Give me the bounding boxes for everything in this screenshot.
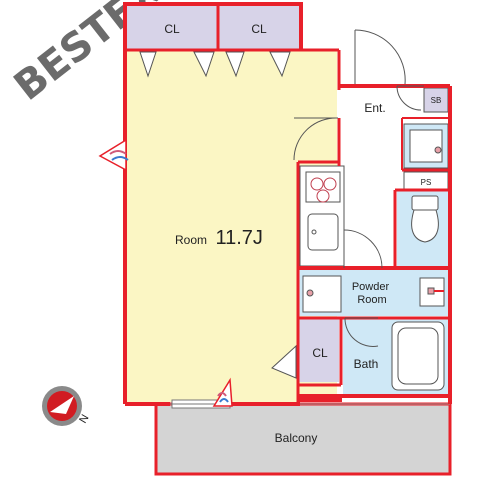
closet-top-left [127, 6, 217, 50]
doors [293, 29, 424, 347]
main-room-label: Room 11.7J [175, 227, 263, 249]
closet-top-right [219, 6, 299, 50]
shoe-box-label: SB [431, 96, 442, 105]
walls [123, 2, 452, 406]
washer-icon [409, 129, 443, 163]
sink-icon [307, 213, 339, 251]
compass-north-label: N [77, 413, 91, 426]
aircon-marker-left [98, 138, 129, 172]
bath-label: Bath [354, 357, 379, 371]
powder-room-label-line2: Room [357, 294, 386, 306]
aircon-marker-bottom [212, 377, 233, 407]
room-word: Room [175, 233, 207, 247]
closet-top-right-label: CL [251, 22, 267, 36]
pipe-space-label: PS [421, 178, 432, 187]
water-heater-icon [419, 277, 445, 307]
room-size: 11.7J [215, 227, 262, 249]
balcony [154, 402, 452, 476]
closet-lower [299, 318, 339, 382]
closet-top-left-label: CL [164, 22, 180, 36]
vanity-icon [302, 275, 342, 313]
entrance-label: Ent. [364, 101, 385, 115]
balcony-label: Balcony [275, 431, 318, 445]
closet-doors [139, 51, 297, 379]
bathtub-icon [391, 321, 445, 391]
powder-room-label-line1: Powder [352, 281, 390, 293]
closet-lower-label: CL [312, 346, 328, 360]
powder-room-label: Powder Room [352, 281, 392, 306]
toilet-icon [411, 195, 439, 243]
stove-icon [305, 171, 341, 203]
compass-icon: N [42, 386, 92, 426]
